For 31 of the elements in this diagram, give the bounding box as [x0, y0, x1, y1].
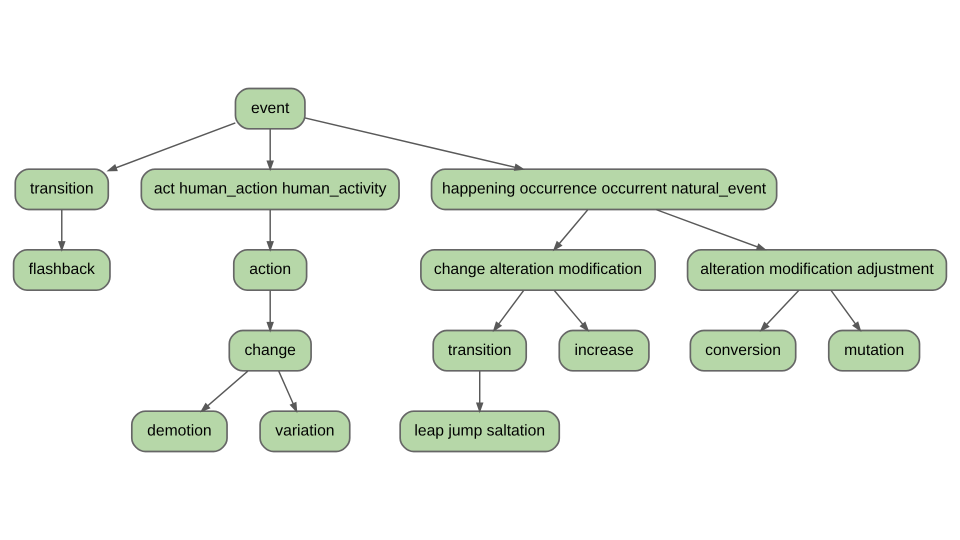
- node-box: demotion: [130, 410, 228, 452]
- node-box: act human_action human_activity: [140, 168, 400, 210]
- node-box: alteration modification adjustment: [686, 249, 948, 291]
- node-box: conversion: [690, 330, 797, 372]
- arrow: [58, 210, 66, 252]
- node-box: mutation: [828, 330, 920, 372]
- arrow: [552, 209, 588, 252]
- node-box: increase: [558, 330, 650, 372]
- arrow: [476, 371, 484, 414]
- arrow: [492, 290, 524, 332]
- arrow: [304, 117, 526, 171]
- arrow: [266, 210, 274, 252]
- arrow: [266, 129, 274, 172]
- arrow: [656, 208, 768, 251]
- node-box: action: [232, 249, 308, 291]
- node-box: event: [234, 88, 306, 130]
- arrow: [554, 290, 590, 332]
- node-box: change alteration modification: [420, 249, 656, 291]
- arrow: [200, 370, 248, 413]
- node-box: leap jump saltation: [399, 410, 560, 452]
- arrow: [760, 290, 800, 332]
- node-box: variation: [259, 410, 351, 452]
- node-box: change: [228, 330, 312, 372]
- node-box: transition: [14, 168, 110, 210]
- node-box: transition: [432, 330, 528, 372]
- node-box: happening occurrence occurrent natural_event: [430, 168, 778, 210]
- node-box: flashback: [12, 249, 111, 291]
- arrow: [106, 122, 236, 172]
- arrow: [266, 290, 274, 333]
- arrow: [278, 370, 298, 414]
- arrow: [830, 290, 862, 332]
